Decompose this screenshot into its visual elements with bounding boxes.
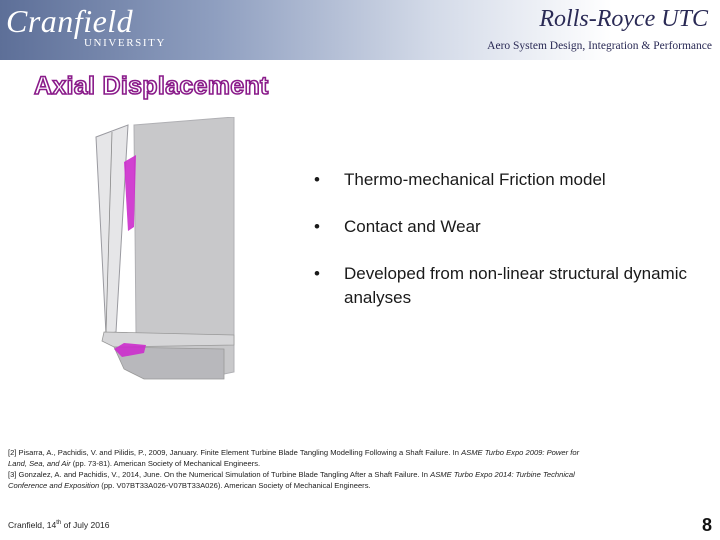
reference-3-line-1: [3] Gonzalez, A. and Pachidis, V., 2014,… — [8, 470, 575, 479]
bullet-item: • Thermo-mechanical Friction model — [314, 168, 714, 192]
bullet-item: • Developed from non-linear structural d… — [314, 262, 714, 310]
cranfield-logo-subtitle: UNIVERSITY — [84, 37, 166, 49]
cranfield-logo: Cranfield — [6, 3, 134, 39]
slide-title: Axial Displacement — [33, 71, 269, 101]
blade-leading-edge — [95, 124, 129, 335]
bullet-list: • Thermo-mechanical Friction model • Con… — [314, 168, 714, 333]
turbine-blade-model-image — [95, 117, 235, 380]
contact-region-root — [114, 343, 146, 357]
reference-2-line-1: [2] Pisarra, A., Pachidis, V. and Pilidi… — [8, 448, 580, 457]
bullet-marker: • — [314, 264, 320, 283]
references: [2] Pisarra, A., Pachidis, V. and Pilidi… — [8, 447, 698, 491]
reference-3-line-2: Conference and Exposition (pp. V07BT33A0… — [8, 481, 371, 490]
bullet-text: Developed from non-linear structural dyn… — [344, 264, 687, 307]
blade-root — [113, 346, 225, 380]
header-subtitle: Aero System Design, Integration & Perfor… — [487, 40, 712, 52]
blade-platform — [101, 331, 235, 348]
footer-date: Cranfield, 14th of July 2016 — [8, 520, 110, 530]
contact-region-tip — [124, 155, 136, 231]
bullet-marker: • — [314, 170, 320, 189]
page-number: 8 — [701, 515, 712, 535]
rolls-royce-utc-title: Rolls-Royce UTC — [539, 6, 708, 32]
bullet-marker: • — [314, 217, 320, 236]
header-banner: Cranfield UNIVERSITY Rolls-Royce UTC Aer… — [0, 0, 720, 60]
bullet-item: • Contact and Wear — [314, 215, 714, 239]
reference-2-line-2: Land, Sea, and Air (pp. 73-81). American… — [8, 459, 261, 468]
blade-edge-line — [105, 131, 113, 333]
bullet-text: Thermo-mechanical Friction model — [344, 170, 606, 189]
bullet-text: Contact and Wear — [344, 217, 481, 236]
